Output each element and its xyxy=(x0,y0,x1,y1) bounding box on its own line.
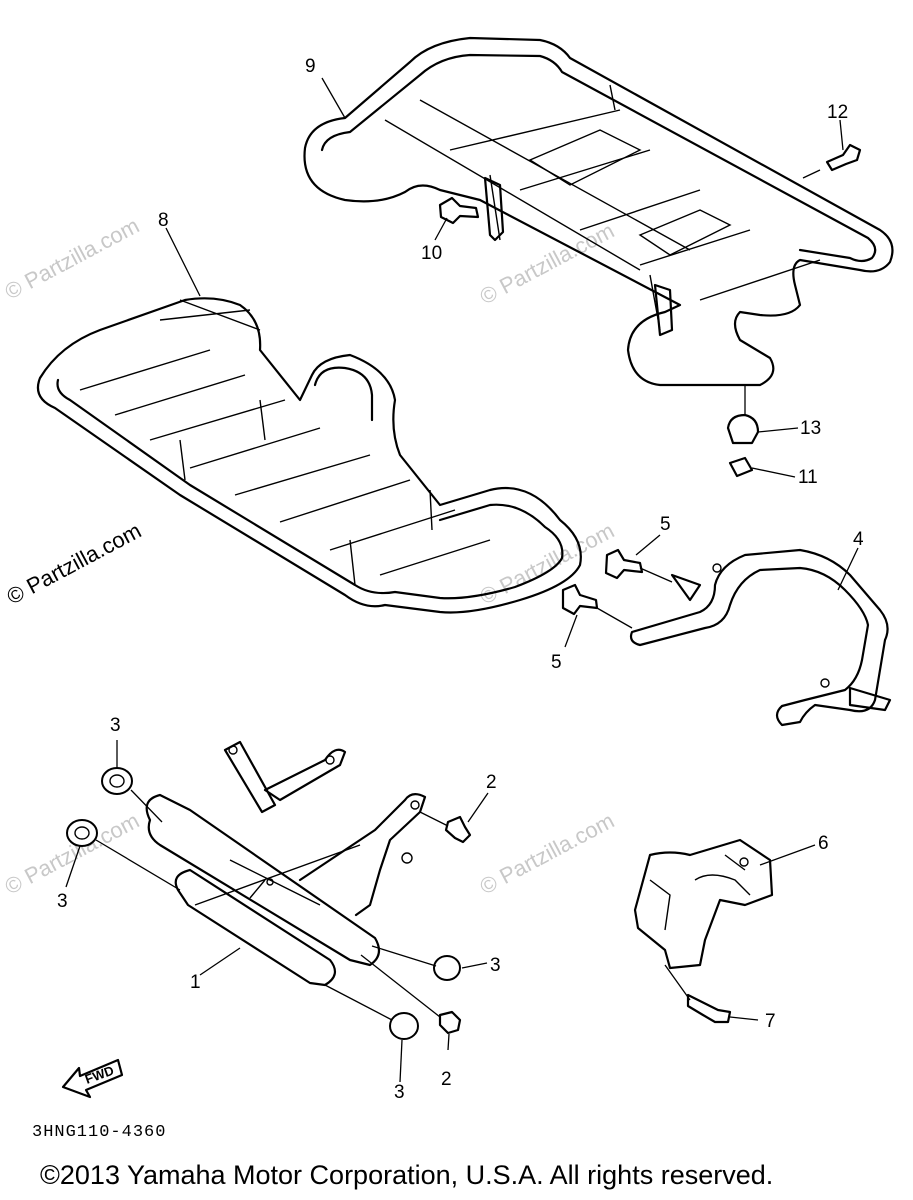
callout-4: 4 xyxy=(853,529,864,550)
watermark-main: © Partzilla.com xyxy=(3,518,146,610)
callout-1: 1 xyxy=(190,972,201,993)
grommet-part-3d xyxy=(389,1012,419,1040)
bolt-part-2-upper xyxy=(444,815,472,844)
callout-2-upper: 2 xyxy=(486,772,497,793)
watermark: © Partzilla.com xyxy=(476,808,619,900)
callout-7: 7 xyxy=(765,1011,776,1032)
callout-10: 10 xyxy=(421,243,442,264)
callout-numbers: 9 8 10 12 13 11 4 5 5 3 3 3 3 2 2 1 6 7 xyxy=(57,56,864,1103)
bolt-part-2-lower xyxy=(438,1010,462,1035)
callout-3-top: 3 xyxy=(110,715,121,736)
bolt-part-12 xyxy=(825,143,862,172)
watermark: © Partzilla.com xyxy=(476,518,619,610)
callout-13: 13 xyxy=(800,418,821,439)
bolt-part-7 xyxy=(686,993,732,1024)
callout-9: 9 xyxy=(305,56,316,77)
watermark: © Partzilla.com xyxy=(1,808,144,900)
callout-3-left: 3 xyxy=(57,891,68,912)
collar-part-11 xyxy=(728,456,754,478)
watermark: © Partzilla.com xyxy=(476,218,619,310)
nut-part-13 xyxy=(726,413,760,445)
fwd-arrow: FWD xyxy=(61,1058,124,1099)
callout-5-upper: 5 xyxy=(660,514,671,535)
callout-11: 11 xyxy=(798,467,818,488)
callout-12: 12 xyxy=(827,102,848,123)
watermark: © Partzilla.com xyxy=(1,213,144,305)
bracket-part-4 xyxy=(629,548,892,727)
callout-5-lower: 5 xyxy=(551,652,562,673)
grommet-part-3b xyxy=(66,819,98,847)
grommet-part-3a xyxy=(101,767,133,795)
rear-carrier-part-9 xyxy=(303,36,894,387)
copyright-notice: ©2013 Yamaha Motor Corporation, U.S.A. A… xyxy=(40,1160,774,1190)
callout-3-right: 3 xyxy=(490,955,501,976)
grommet-part-3c xyxy=(433,955,461,981)
callout-8: 8 xyxy=(158,210,169,231)
diagram-code: 3HNG110-4360 xyxy=(32,1123,167,1142)
bolt-part-5-lower xyxy=(561,583,599,616)
watermark-group: © Partzilla.com © Partzilla.com © Partzi… xyxy=(1,213,619,900)
fwd-label: FWD xyxy=(83,1063,116,1087)
callout-3-bottom: 3 xyxy=(394,1082,405,1103)
leader-lines xyxy=(65,77,859,1083)
bolt-part-5-upper xyxy=(604,548,644,580)
callout-6: 6 xyxy=(818,833,829,854)
callout-2-lower: 2 xyxy=(441,1069,452,1090)
bumper-part-1 xyxy=(145,740,427,987)
bolt-part-10 xyxy=(438,196,480,225)
bracket-part-6 xyxy=(633,838,774,970)
front-carrier-part-8 xyxy=(36,297,582,614)
